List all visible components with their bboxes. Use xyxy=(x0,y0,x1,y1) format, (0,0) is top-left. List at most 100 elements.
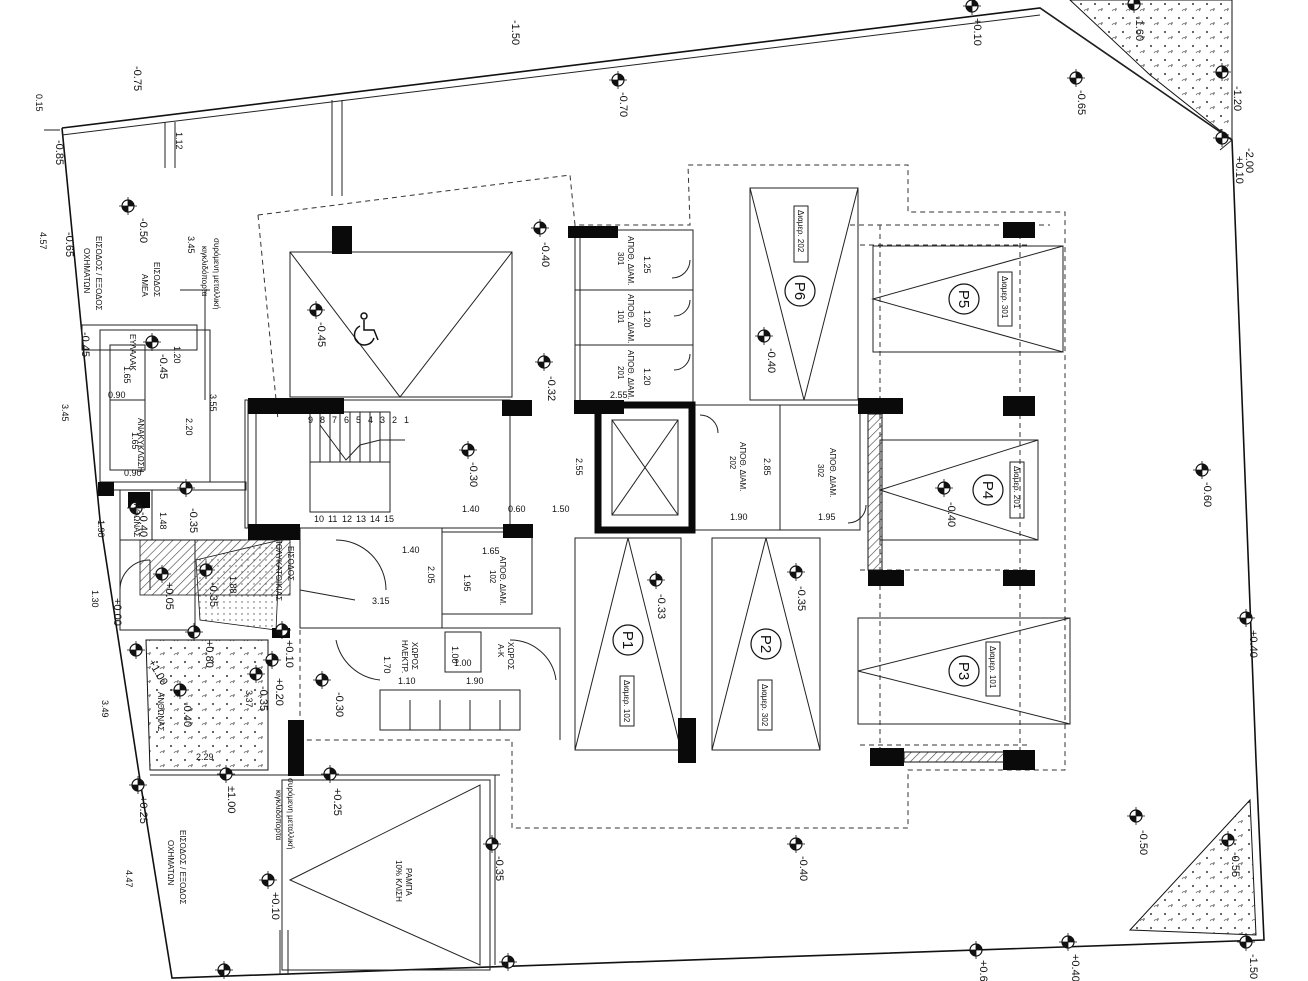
stair-step-number: 12 xyxy=(342,514,352,524)
dimension: 2.20 xyxy=(184,418,194,436)
label-electrical-room: ΧΩΡΟΣ xyxy=(410,642,419,670)
storage-label: 102 xyxy=(488,570,497,584)
area-labels: ΕΙΣΟΔΟΣ / ΕΞΟΔΟΣ ΟΧΗΜΑΤΩΝ ΕΙΣΟΔΟΣ ΑΜΕΑ σ… xyxy=(82,236,515,905)
dimension: 3.15 xyxy=(372,596,390,606)
planting-area-top-right xyxy=(1069,0,1233,142)
stair-step-number: 7 xyxy=(332,415,337,425)
parking-ref-p5: Διαμερ. 301 xyxy=(1000,276,1009,319)
dimension: 2.29 xyxy=(196,752,214,762)
level-label: -0.60 xyxy=(1201,482,1213,507)
storage-label: 201 xyxy=(616,366,625,380)
stair-step-number: 5 xyxy=(356,415,361,425)
dimension: 1.95 xyxy=(462,574,472,592)
label-recycling-2: ΑΝΑΚΥΚΛΩΣΗ xyxy=(136,418,145,473)
dimension: 1.65 xyxy=(482,546,500,556)
vehicle-ramp xyxy=(281,779,491,971)
level-label: -0.35 xyxy=(207,582,219,607)
label-vehicle-entry-north: ΕΙΣΟΔΟΣ / ΕΞΟΔΟΣ xyxy=(94,236,103,311)
dimension: 1.20 xyxy=(172,346,182,364)
stair-step-number: 8 xyxy=(320,415,325,425)
dimension: 1.00 xyxy=(454,658,472,668)
label-ak-room: Α-Κ xyxy=(496,644,505,658)
level-label: -1.20 xyxy=(1231,86,1243,111)
level-label: -0.40 xyxy=(945,502,957,527)
label-ramp-slope: 10% ΚΛΙΣΗ xyxy=(394,860,403,902)
site-boundary xyxy=(44,7,1265,979)
stair-step-number: 11 xyxy=(328,514,337,524)
label-electrical-room: ΗΛΕΚΤΡ. xyxy=(400,640,409,673)
parking-ref-p6: Διαμερ. 202 xyxy=(796,210,805,253)
level-label: -0.40 xyxy=(181,702,193,727)
level-label: -0.35 xyxy=(795,586,807,611)
label-planter: ΑΝΘΩΝΑΣ xyxy=(156,692,165,731)
dimension: 3.45 xyxy=(186,236,196,254)
dimension: 1.48 xyxy=(158,512,168,530)
stair-step-number: 1 xyxy=(404,415,409,425)
dimension: 1.10 xyxy=(398,676,416,686)
level-label: -1.60 xyxy=(1133,16,1145,41)
dimension: 1.20 xyxy=(642,310,652,328)
dimension: 1.25 xyxy=(642,256,652,274)
storage-label: ΑΠΟΘ. ΔΙΑΜ. xyxy=(738,442,747,491)
label-building-entry: ΠΟΛΥΚΑΤΟΙΚΙΑΣ xyxy=(274,538,283,601)
planting-area-bottom-right xyxy=(1128,798,1257,936)
label-railing-note: συρόμενη μεταλλική xyxy=(286,778,295,849)
parking-id-p6: P6 xyxy=(791,282,808,300)
storage-label: ΑΠΟΘ. ΔΙΑΜ. xyxy=(626,350,635,399)
level-label: -0.45 xyxy=(157,354,169,379)
structural-columns xyxy=(98,222,1035,776)
level-label: -0.65 xyxy=(63,232,75,257)
dimension: 1.20 xyxy=(642,368,652,386)
storage-labels: ΑΠΟΘ. ΔΙΑΜ. 301 ΑΠΟΘ. ΔΙΑΜ. 101 ΑΠΟΘ. ΔΙ… xyxy=(488,236,837,605)
level-label: -0.32 xyxy=(545,376,557,401)
storage-label: 302 xyxy=(816,464,825,478)
level-label: -0.70 xyxy=(617,92,629,117)
parking-ref-p2: Διαμερ. 302 xyxy=(760,684,769,727)
storage-label: ΑΠΟΘ. ΔΙΑΜ. xyxy=(828,448,837,497)
level-label: -0.33 xyxy=(655,594,667,619)
level-label: -0.35 xyxy=(187,508,199,533)
level-label: -0.50 xyxy=(137,218,149,243)
stair-step-number: 4 xyxy=(368,415,373,425)
dimension: 4.57 xyxy=(38,232,48,250)
label-railing-note: συρόμενη μεταλλική xyxy=(212,238,221,309)
dimension: 1.00 xyxy=(450,646,460,664)
dimension: 0.15 xyxy=(34,94,44,112)
level-label: -0.30 xyxy=(333,692,345,717)
lobby-utilities xyxy=(139,527,561,740)
parking-id-p5: P5 xyxy=(955,290,972,308)
level-label: -0.75 xyxy=(131,66,143,91)
label-ak-room: ΧΩΡΟΣ xyxy=(506,642,515,670)
level-label: +0.40 xyxy=(1069,954,1081,981)
stair-step-number: 3 xyxy=(380,415,385,425)
parking-ref-p4: Διαμερ. 201 xyxy=(1012,466,1021,509)
parking-id-p3: P3 xyxy=(955,662,972,680)
storage-label: ΑΠΟΘ. ΔΙΑΜ. xyxy=(626,236,635,285)
parking-ref-p3: Διαμερ. 101 xyxy=(988,646,997,689)
level-label: +0.60 xyxy=(977,960,989,981)
parking-id-p1: P1 xyxy=(619,631,636,649)
level-label: -0.35 xyxy=(493,856,505,881)
dimension: 1.12 xyxy=(174,132,184,150)
level-label: ±1.00 xyxy=(225,786,237,813)
parking-id-p2: P2 xyxy=(757,635,774,653)
level-label: -0.55 xyxy=(1229,852,1241,877)
dimension: 1.95 xyxy=(818,512,836,522)
stair-step-number: 15 xyxy=(384,514,394,524)
label-railing-note: κιγκλιδόπορτα xyxy=(200,246,209,297)
level-label: -0.40 xyxy=(797,856,809,881)
storage-label: 301 xyxy=(616,252,625,266)
dimension: 1.65 xyxy=(122,366,132,384)
dimension-labels: 0.15 1.12 4.57 3.45 3.45 1.20 1.65 0.90 … xyxy=(34,94,836,888)
level-label: -0.35 xyxy=(257,686,269,711)
level-label: +0.05 xyxy=(163,582,175,610)
level-label: -0.85 xyxy=(53,140,65,165)
label-railing-note: κιγκλιδόπορτα xyxy=(274,790,283,841)
level-label: +0.00 xyxy=(111,598,123,626)
dimension: 0.60 xyxy=(508,504,526,514)
dimension: 1.40 xyxy=(462,504,480,514)
storage-label: 202 xyxy=(728,456,737,470)
level-label: -0.45 xyxy=(79,332,91,357)
stair-step-number: 9 xyxy=(308,415,313,425)
